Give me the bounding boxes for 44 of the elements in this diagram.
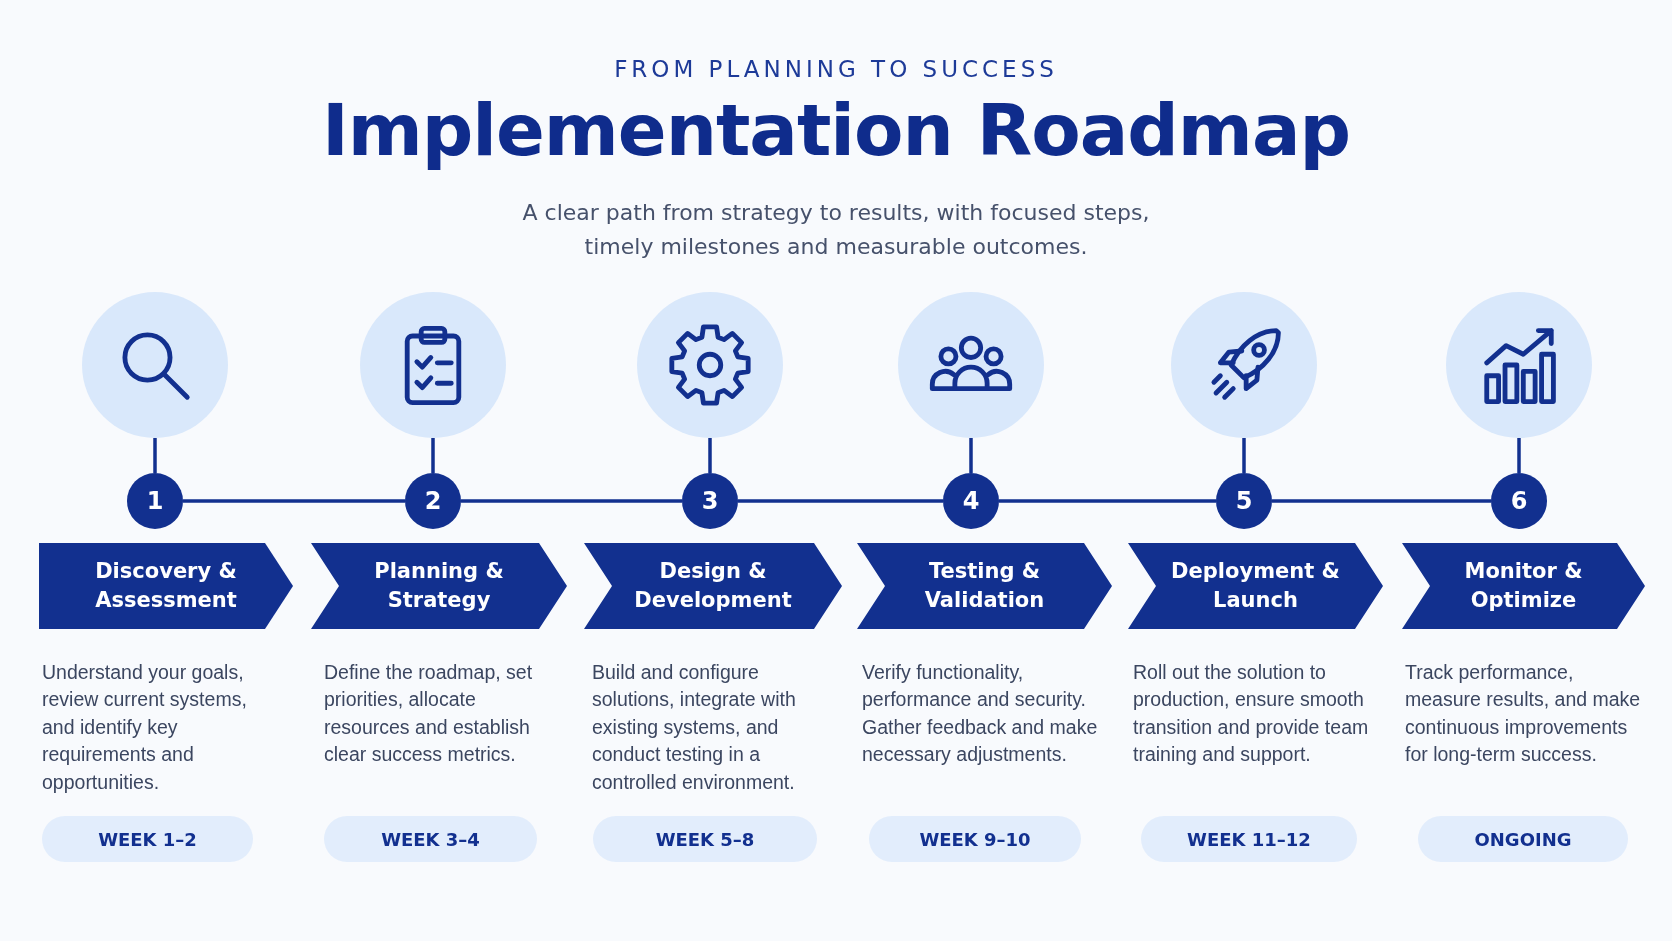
step-banner xyxy=(1128,543,1383,629)
duration-pill: WEEK 9–10 xyxy=(869,816,1081,862)
duration-pill: WEEK 5–8 xyxy=(593,816,817,862)
duration-pill: WEEK 11–12 xyxy=(1141,816,1357,862)
title: Implementation Roadmap xyxy=(320,88,1351,172)
subtitle: A clear path from strategy to results, with focused steps, timely milestones and measurable outcomes. xyxy=(521,199,1151,261)
step-description: Track performance, measure results, and make continuous improvements for long-term success. xyxy=(1405,660,1641,768)
step-banner xyxy=(311,543,567,629)
step-banner xyxy=(1402,543,1645,629)
connector-line xyxy=(1272,499,1491,503)
connector-line xyxy=(461,499,682,503)
connector-line xyxy=(999,499,1216,503)
step-description: Build and configure solutions, integrate with existing systems, and conduct testing in a controlled environment. xyxy=(592,660,797,795)
connector-line xyxy=(738,499,943,503)
step-description: Verify functionality, performance and security. Gather feedback and make necessary adjustments. xyxy=(862,660,1098,768)
step-title: Planning & Strategy xyxy=(373,558,505,614)
step-banner xyxy=(39,543,293,629)
step-title: Testing & Validation xyxy=(923,558,1046,614)
connector-line xyxy=(969,438,973,473)
step-number: 2 xyxy=(405,473,461,529)
connector-line xyxy=(1517,438,1521,473)
step-description: Understand your goals, review current systems, and identify key requirements and opportunities. xyxy=(42,660,248,795)
step-number: 6 xyxy=(1491,473,1547,529)
duration-pill: ONGOING xyxy=(1418,816,1628,862)
step-description: Define the roadmap, set priorities, allocate resources and establish clear success metrics. xyxy=(324,660,534,768)
step-number: 4 xyxy=(943,473,999,529)
connector-line xyxy=(183,499,405,503)
step-number: 5 xyxy=(1216,473,1272,529)
connector-line xyxy=(1242,438,1246,473)
duration-pill: WEEK 1–2 xyxy=(42,816,253,862)
step-title: Discovery & Assessment xyxy=(94,558,238,614)
step-banner xyxy=(857,543,1112,629)
kicker-text: FROM PLANNING TO SUCCESS xyxy=(613,56,1059,82)
duration-pill: WEEK 3–4 xyxy=(324,816,537,862)
connector-line xyxy=(153,438,157,473)
step-title: Monitor & Optimize xyxy=(1463,558,1584,614)
step-number: 1 xyxy=(127,473,183,529)
connector-line xyxy=(708,438,712,473)
connector-line xyxy=(431,438,435,473)
step-description: Roll out the solution to production, ensure smooth transition and provide team training and support. xyxy=(1133,660,1369,768)
step-title: Deployment & Launch xyxy=(1170,558,1341,614)
step-number: 3 xyxy=(682,473,738,529)
step-banner xyxy=(584,543,842,629)
step-title: Design & Development xyxy=(633,558,793,614)
